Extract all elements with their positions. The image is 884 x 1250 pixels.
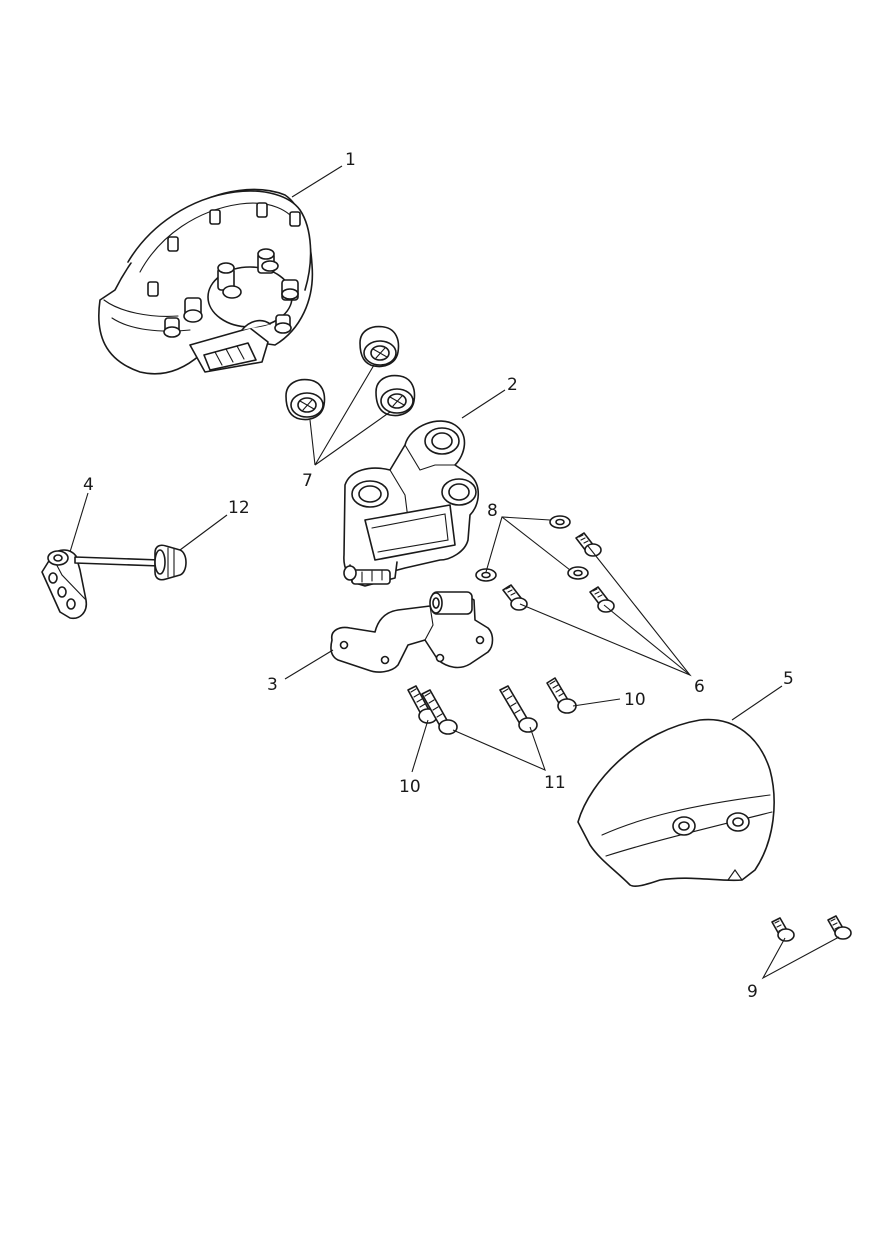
leader-lines [69,165,840,980]
screw-part[interactable] [589,586,615,613]
screw-part[interactable] [575,532,602,557]
callout-6: 6 [694,677,705,697]
callout-11: 11 [544,773,566,793]
screw-part[interactable] [502,584,528,611]
callout-2: 2 [507,375,518,395]
callout-labels: 1 2 3 4 5 6 7 8 9 10 10 11 12 [83,150,794,1002]
grommet-part[interactable] [375,374,416,417]
rear-cover-part[interactable] [577,718,775,887]
callout-10-left: 10 [399,777,421,797]
grommet-part[interactable] [285,378,326,421]
callout-3: 3 [267,675,278,695]
callout-7: 7 [302,471,313,491]
callout-8: 8 [487,501,498,521]
callout-4: 4 [83,475,94,495]
bolt-part[interactable] [421,689,458,735]
bolt-part[interactable] [499,685,538,733]
callout-5: 5 [783,669,794,689]
screw-part[interactable] [827,915,852,940]
bolt-part[interactable] [546,677,577,714]
washer-part[interactable] [475,568,497,582]
cable-clamp-part[interactable] [41,549,88,620]
grommet-part[interactable] [359,325,400,368]
callout-10-right: 10 [624,690,646,710]
callout-9: 9 [747,982,758,1002]
screw-part[interactable] [771,917,795,942]
instrument-cluster-part[interactable] [98,188,314,375]
sensor-cable-part[interactable] [74,544,187,581]
callout-1: 1 [345,150,356,170]
lower-bracket-part[interactable] [330,591,494,673]
washer-part[interactable] [567,566,589,580]
mounting-bracket-part[interactable] [343,420,480,587]
callout-12: 12 [228,498,250,518]
washer-part[interactable] [549,515,571,529]
